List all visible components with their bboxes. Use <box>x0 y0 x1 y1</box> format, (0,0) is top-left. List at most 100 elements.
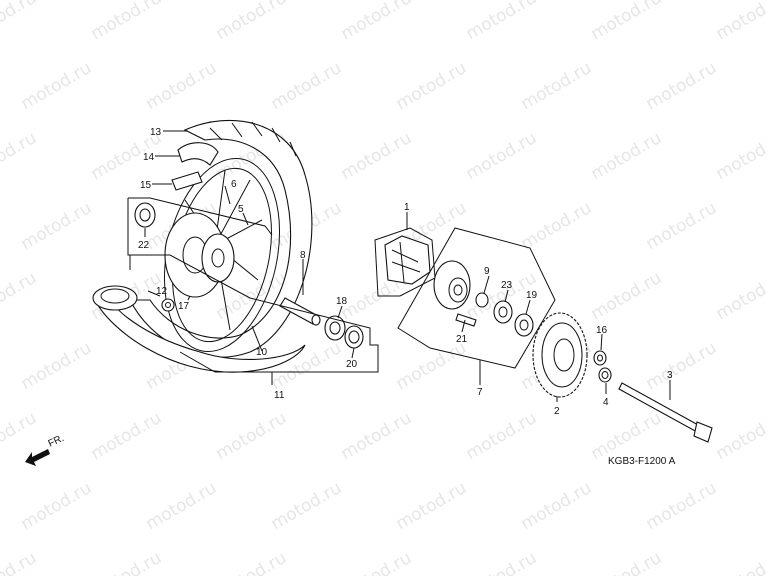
watermark-text: motod.ru <box>213 548 291 576</box>
watermark-text: motod.ru <box>463 0 541 44</box>
callout-10: 10 <box>256 347 268 358</box>
watermark-text: motod.ru <box>588 0 666 44</box>
watermark-text: motod.ru <box>18 478 96 534</box>
tube-section-inner <box>100 288 130 304</box>
callout-1: 1 <box>404 202 410 213</box>
callout-19: 19 <box>526 290 538 301</box>
nut-17 <box>161 298 175 312</box>
watermark-text: motod.ru <box>143 478 221 534</box>
nut-16 <box>593 350 607 366</box>
callout-7: 7 <box>477 387 483 398</box>
watermark-text: motod.ru <box>338 548 416 576</box>
driven-sprocket <box>532 312 588 398</box>
watermark-text: motod.ru <box>143 58 221 114</box>
watermark-text: motod.ru <box>713 128 768 184</box>
callout-15: 15 <box>140 180 152 191</box>
watermark-text: motod.ru <box>393 478 471 534</box>
diagram-code: KGB3-F1200 A <box>608 456 676 467</box>
callout-22: 22 <box>138 240 150 251</box>
callout-16: 16 <box>596 325 608 336</box>
axle-3 <box>618 382 713 443</box>
watermark-text: motod.ru <box>213 408 291 464</box>
watermark-text: motod.ru <box>18 338 96 394</box>
watermark-text: motod.ru <box>268 478 346 534</box>
hub <box>201 233 235 283</box>
callout-9: 9 <box>484 266 490 277</box>
callout-21: 21 <box>456 334 468 345</box>
watermark-text: motod.ru <box>268 338 346 394</box>
collar-9 <box>475 292 489 308</box>
callout-8: 8 <box>300 250 306 261</box>
watermark-text: motod.ru <box>0 0 40 44</box>
watermark-text: motod.ru <box>713 408 768 464</box>
tire-tread <box>209 121 297 157</box>
callout-4: 4 <box>603 397 609 408</box>
rim-strip <box>171 171 203 191</box>
watermark-text: motod.ru <box>463 128 541 184</box>
watermark-text: motod.ru <box>713 0 768 44</box>
watermark-text: motod.ru <box>518 478 596 534</box>
watermark-text: motod.ru <box>0 128 40 184</box>
seal-20 <box>344 325 364 349</box>
callout-14: 14 <box>143 152 155 163</box>
hub-bore <box>211 248 225 268</box>
watermark-text: motod.ru <box>213 0 291 44</box>
front-direction-arrow: FR. <box>25 433 66 466</box>
watermark-text: motod.ru <box>393 338 471 394</box>
callout-20: 20 <box>346 359 358 370</box>
leader-lines <box>144 130 671 402</box>
bearing-23 <box>493 300 513 324</box>
watermark-text: motod.ru <box>463 408 541 464</box>
watermark-text: motod.ru <box>338 128 416 184</box>
watermark-text: motod.ru <box>518 198 596 254</box>
inner-tube <box>177 142 219 166</box>
watermark-text: motod.ru <box>88 0 166 44</box>
watermark-text: motod.ru <box>643 338 721 394</box>
watermark-text: motod.ru <box>18 198 96 254</box>
watermark-text: motod.ru <box>88 548 166 576</box>
watermark-text: motod.ru <box>0 548 40 576</box>
watermark-text: motod.ru <box>0 268 40 324</box>
callout-6: 6 <box>231 179 237 190</box>
watermark-text: motod.ru <box>588 268 666 324</box>
watermark-text: motod.ru <box>88 408 166 464</box>
watermark-text: motod.ru <box>588 128 666 184</box>
watermark-text: motod.ru <box>463 548 541 576</box>
collar-4 <box>598 367 612 383</box>
callout-2: 2 <box>554 406 560 417</box>
callout-5: 5 <box>238 204 244 215</box>
assembly-bracket-11 <box>127 198 379 373</box>
watermark-text: motod.ru <box>518 58 596 114</box>
bearing-18 <box>324 315 346 341</box>
watermark-text: motod.ru <box>0 408 40 464</box>
spacer-8 <box>279 297 321 326</box>
seal-19 <box>514 313 534 337</box>
bearing-22 <box>134 202 156 228</box>
watermark-text: motod.ru <box>713 548 768 576</box>
callout-13: 13 <box>150 127 162 138</box>
watermark-text: motod.ru <box>643 478 721 534</box>
callout-17: 17 <box>178 301 190 312</box>
watermark-text: motod.ru <box>393 58 471 114</box>
watermark-text: motod.ru <box>588 548 666 576</box>
sprocket-flange <box>433 260 471 310</box>
watermark-text: motod.ru <box>643 198 721 254</box>
tube-section <box>92 285 138 311</box>
stud-21 <box>455 313 477 327</box>
direction-label: FR. <box>47 433 66 450</box>
watermark-text: motod.ru <box>338 408 416 464</box>
callout-11: 11 <box>274 390 285 401</box>
rim-band <box>94 299 306 373</box>
watermark-text: motod.ru <box>18 58 96 114</box>
flange-group <box>397 227 556 369</box>
watermark-text: motod.ru <box>643 58 721 114</box>
bracket-upper <box>128 197 273 236</box>
callout-3: 3 <box>667 370 673 381</box>
callout-18: 18 <box>336 296 348 307</box>
callout-23: 23 <box>501 280 513 291</box>
watermark-text: motod.ru <box>268 58 346 114</box>
watermark-text: motod.ru <box>338 0 416 44</box>
watermark-text: motod.ru <box>713 268 768 324</box>
